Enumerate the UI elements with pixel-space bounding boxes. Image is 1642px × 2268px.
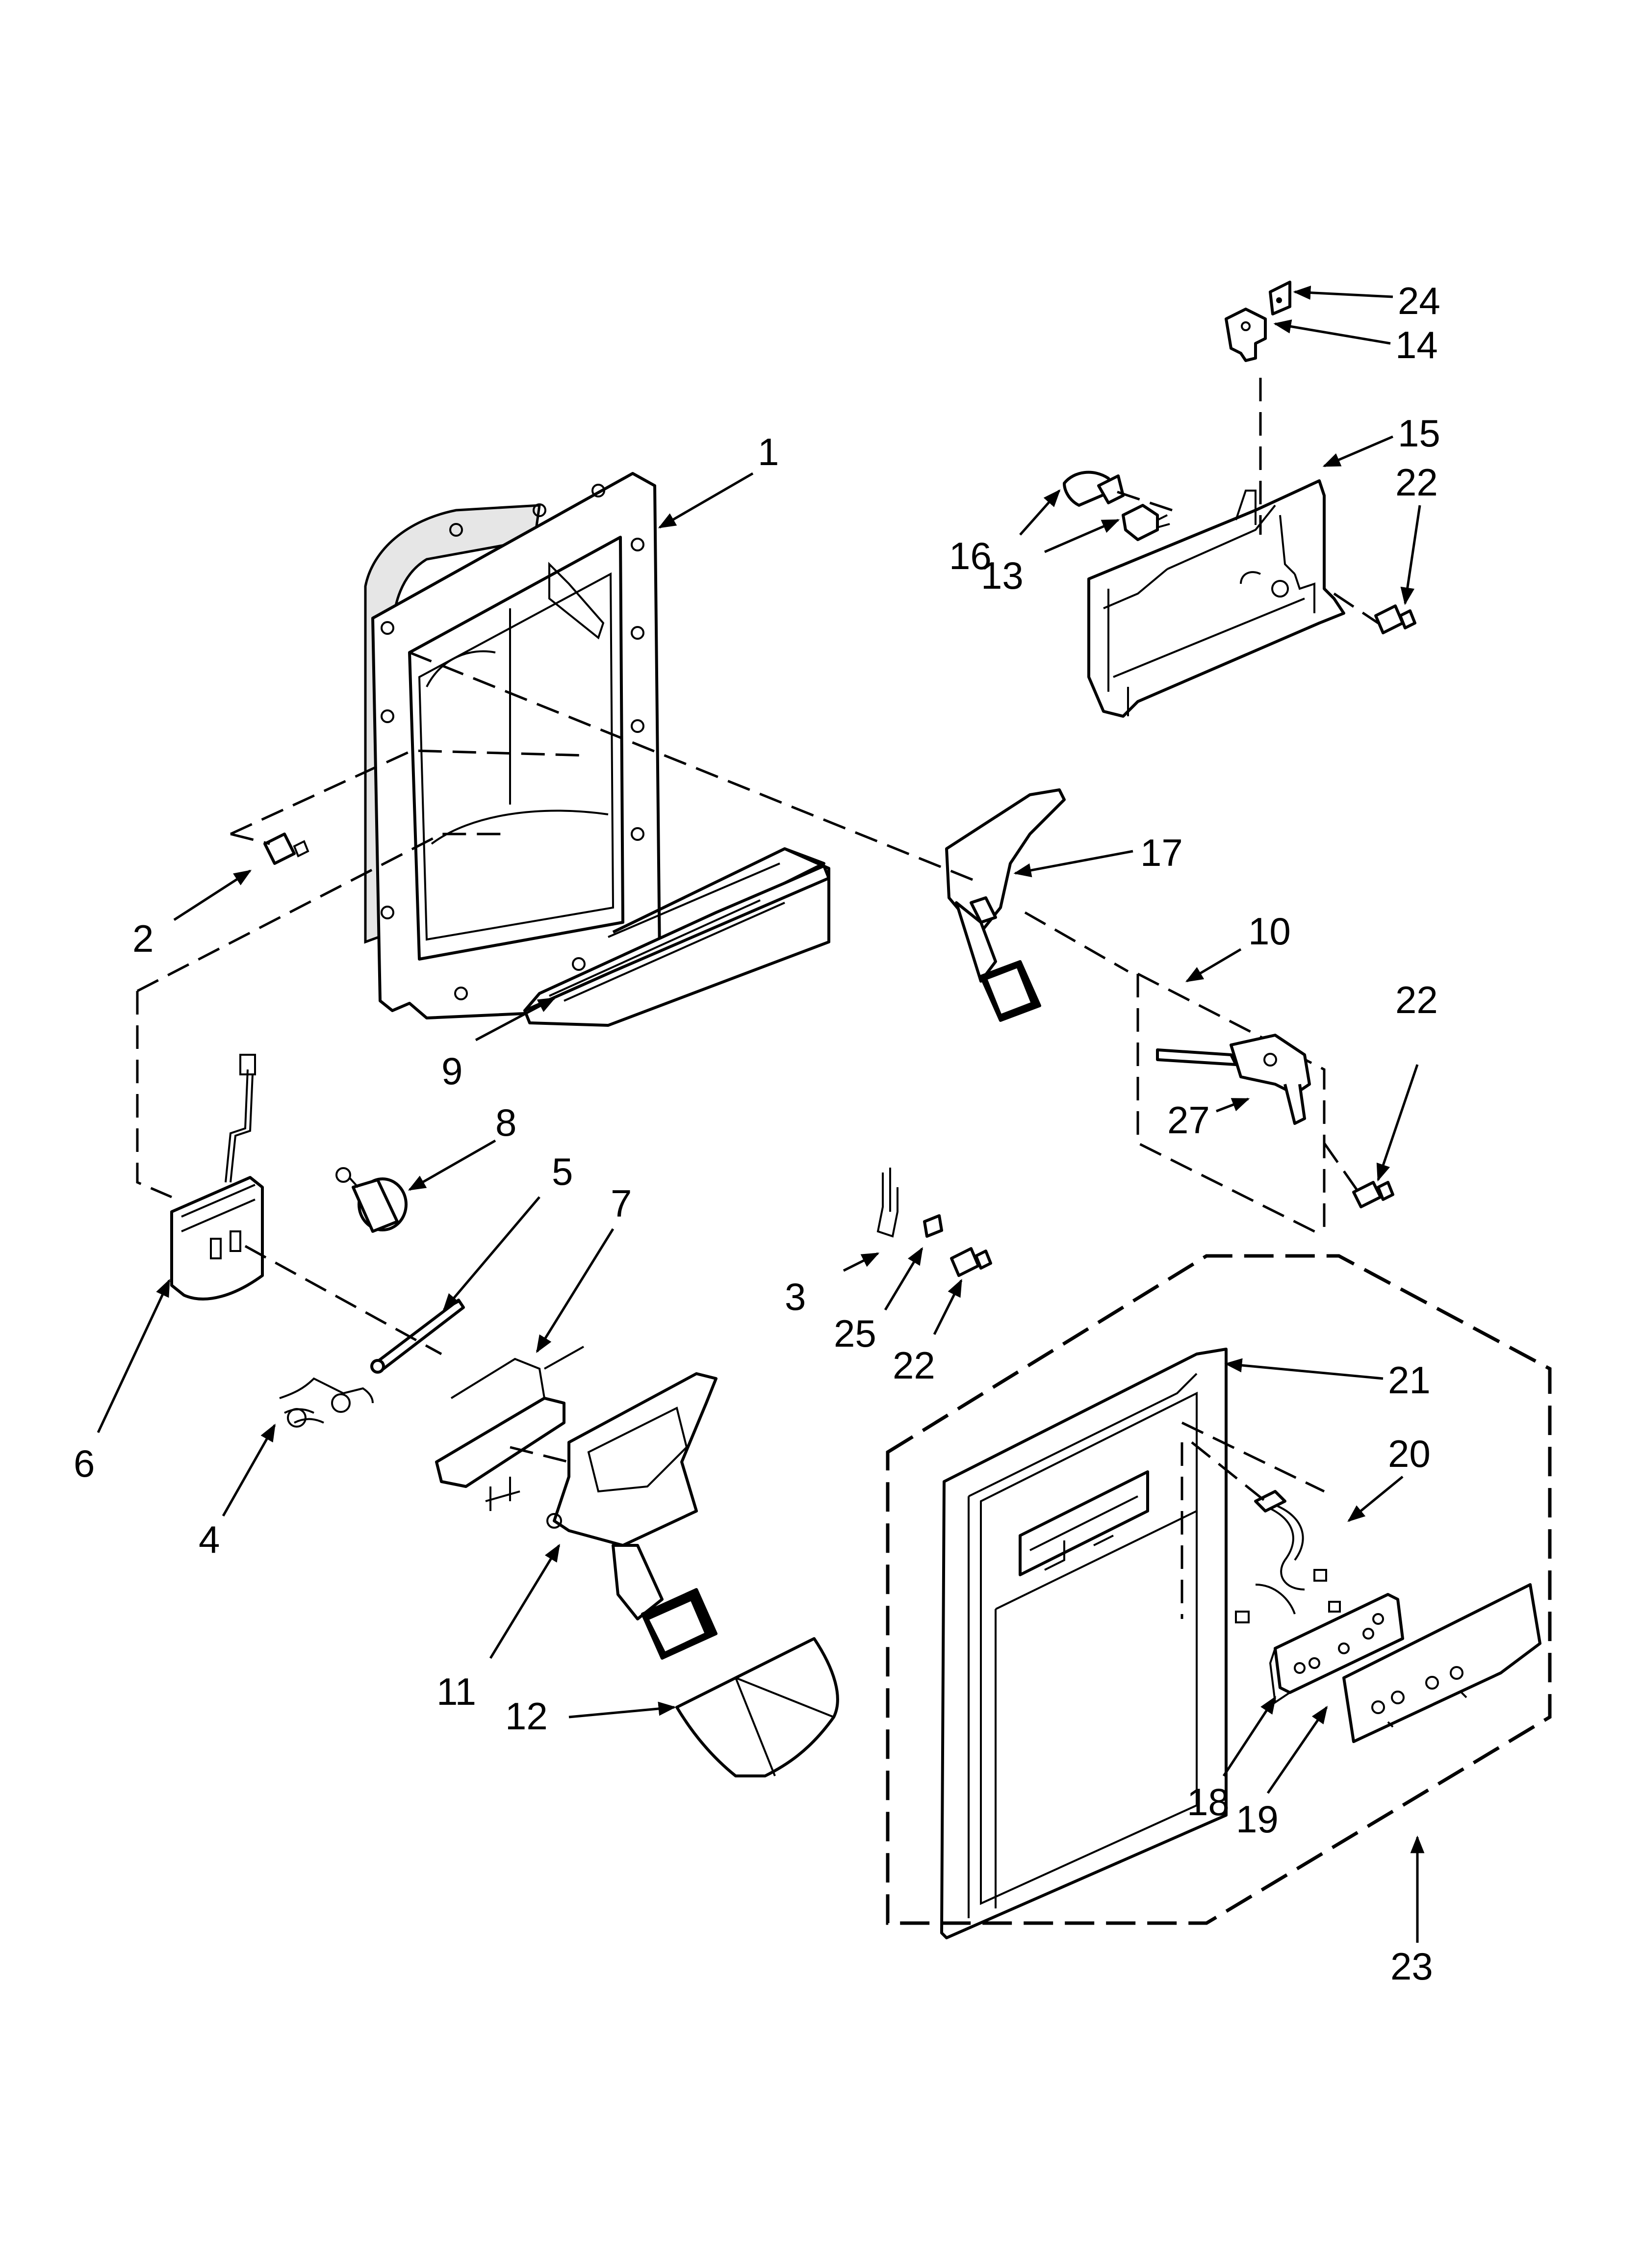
pivot-pin-part xyxy=(370,1299,465,1374)
callout-25: 25 xyxy=(834,1312,876,1355)
ice-actuator-arm-part xyxy=(546,1372,718,1660)
callout-15: 15 xyxy=(1398,412,1440,455)
callout-14: 14 xyxy=(1395,323,1438,366)
callout-22-lower: 22 xyxy=(893,1344,935,1387)
callout-22-middle: 22 xyxy=(1395,978,1438,1021)
lever-bracket-part xyxy=(435,1346,584,1511)
drip-tray-part xyxy=(523,847,830,1027)
callout-5: 5 xyxy=(552,1150,573,1193)
callout-24: 24 xyxy=(1398,279,1440,322)
light-bulb-part xyxy=(1063,470,1125,507)
callout-2: 2 xyxy=(132,917,154,960)
assembly-guide-lines xyxy=(136,378,1552,1925)
callout-labels: 1 2 3 4 5 6 7 8 9 10 11 12 13 14 15 16 1… xyxy=(74,279,1440,1988)
wire-harness-part xyxy=(1235,1490,1341,1623)
callout-19: 19 xyxy=(1236,1798,1279,1841)
callout-17: 17 xyxy=(1140,831,1183,874)
callout-1: 1 xyxy=(758,430,779,473)
switch-part-14 xyxy=(1225,308,1267,362)
spring-clip-part-3 xyxy=(876,1168,898,1238)
callout-23: 23 xyxy=(1390,1945,1433,1988)
callout-18: 18 xyxy=(1187,1780,1230,1824)
callout-13: 13 xyxy=(981,554,1024,597)
callout-3: 3 xyxy=(785,1275,806,1318)
water-actuator-part xyxy=(945,788,1066,1022)
ice-chute-part xyxy=(675,1637,839,1777)
lamp-socket-part xyxy=(1122,504,1170,541)
callout-22-upper: 22 xyxy=(1395,461,1438,504)
callout-12: 12 xyxy=(505,1694,548,1738)
callout-16: 16 xyxy=(949,534,992,577)
lever-assembly-part xyxy=(1136,972,1326,1238)
torsion-spring-part xyxy=(279,1377,374,1428)
callout-10: 10 xyxy=(1248,910,1291,953)
control-board-part xyxy=(1269,1593,1404,1704)
screw-part-22-lower xyxy=(950,1247,992,1277)
callout-7: 7 xyxy=(611,1182,632,1225)
control-overlay-part xyxy=(1342,1583,1541,1743)
upper-module-housing-part xyxy=(1087,479,1345,718)
screw-part-22-upper xyxy=(1374,604,1416,634)
callout-27: 27 xyxy=(1167,1098,1210,1142)
callout-6: 6 xyxy=(74,1442,95,1485)
actuator-motor-part xyxy=(170,1054,264,1301)
solenoid-part xyxy=(335,1167,408,1233)
callout-leaders xyxy=(97,286,1425,1943)
housing-frame-part xyxy=(364,472,661,1019)
screw-part-22-middle xyxy=(1352,1181,1394,1208)
dispenser-front-frame-part xyxy=(940,1348,1228,1939)
callout-8: 8 xyxy=(495,1101,516,1144)
callout-21: 21 xyxy=(1388,1358,1431,1402)
callout-4: 4 xyxy=(199,1518,220,1561)
callout-11: 11 xyxy=(436,1670,476,1713)
callout-9: 9 xyxy=(441,1049,462,1093)
screw-part-2 xyxy=(263,833,309,865)
insulator-part-25 xyxy=(923,1214,943,1238)
callout-20: 20 xyxy=(1388,1432,1431,1475)
insulator-part-24 xyxy=(1269,281,1291,315)
